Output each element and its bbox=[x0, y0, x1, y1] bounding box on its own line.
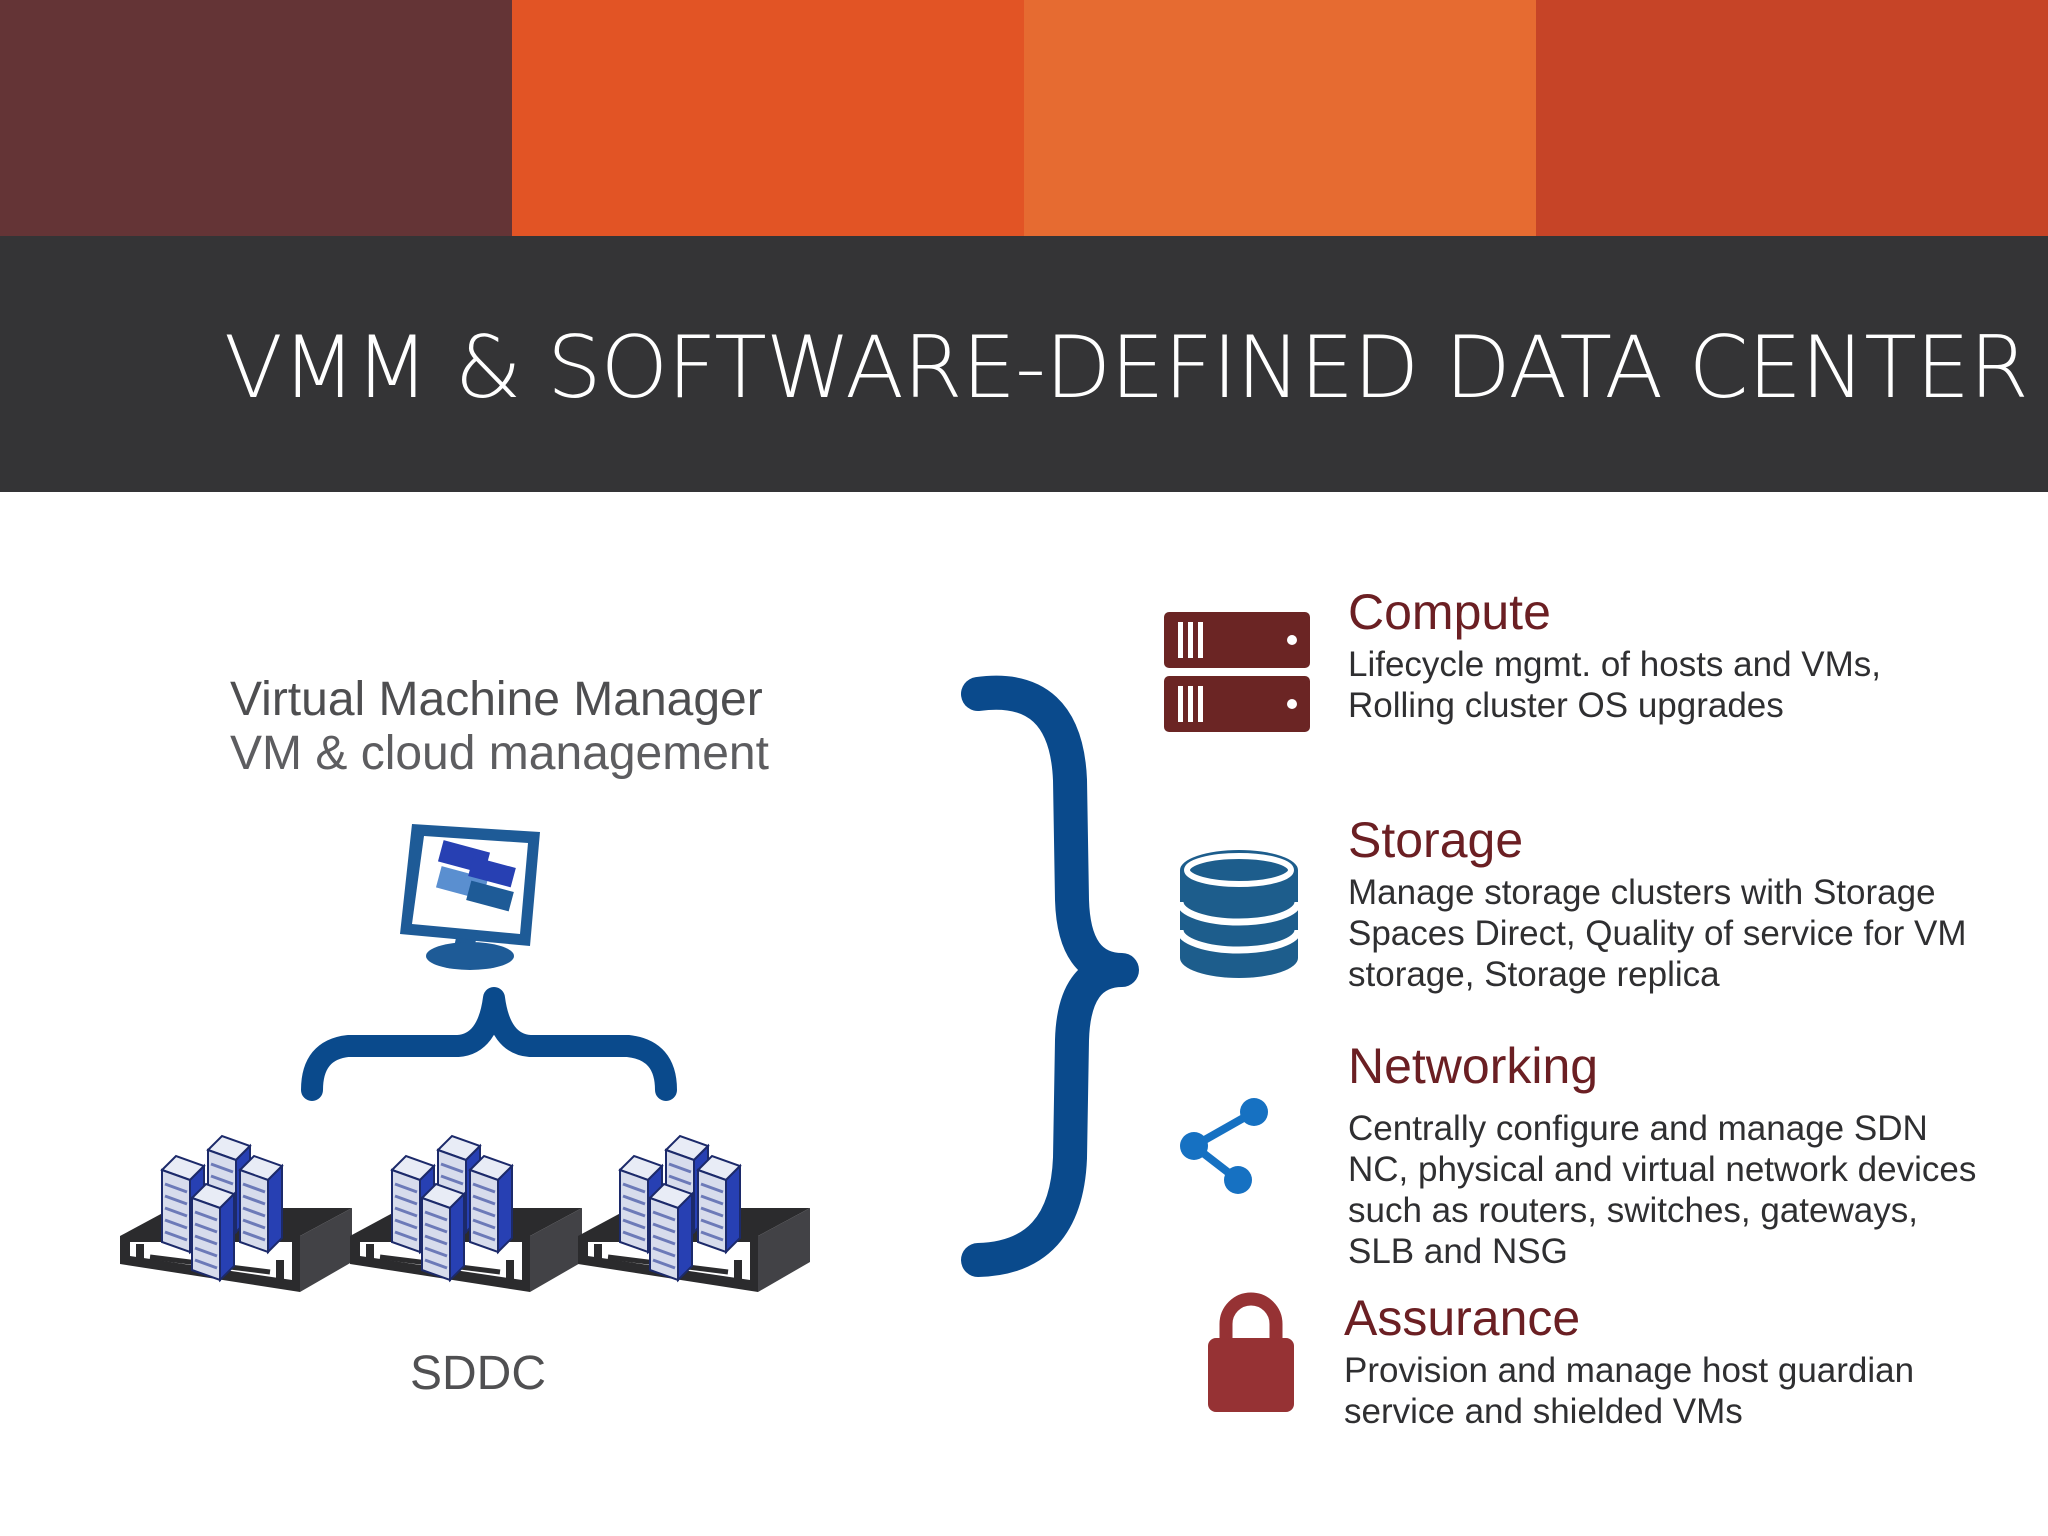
vmm-subtitle: VM & cloud management bbox=[230, 727, 769, 780]
large-brace-icon bbox=[961, 675, 1139, 1277]
feature-assurance: Assurance Provision and manage host guar… bbox=[1344, 1290, 1984, 1432]
feature-networking: Networking Centrally configure and manag… bbox=[1348, 1038, 1988, 1272]
padlock-icon bbox=[1208, 1292, 1294, 1412]
small-brace-icon bbox=[301, 987, 677, 1101]
header-band-4 bbox=[1536, 0, 2048, 236]
feature-compute: Compute Lifecycle mgmt. of hosts and VMs… bbox=[1348, 584, 1988, 726]
feature-heading: Compute bbox=[1348, 584, 1551, 640]
header-band-2 bbox=[512, 0, 1024, 236]
feature-description: Manage storage clusters with Storage Spa… bbox=[1348, 873, 1967, 994]
header-bar bbox=[0, 236, 2048, 492]
feature-heading: Storage bbox=[1348, 812, 1524, 868]
vmm-title: Virtual Machine Manager bbox=[230, 673, 763, 726]
share-network-icon bbox=[1180, 1098, 1268, 1194]
sddc-label: SDDC bbox=[410, 1347, 547, 1400]
feature-storage: Storage Manage storage clusters with Sto… bbox=[1348, 812, 1988, 995]
database-icon bbox=[1176, 850, 1302, 978]
feature-heading: Assurance bbox=[1344, 1290, 1581, 1346]
header-band-3 bbox=[1024, 0, 1536, 236]
monitor-icon bbox=[400, 824, 540, 970]
page-title: VMM & SOFTWARE-DEFINED DATA CENTER bbox=[224, 318, 2029, 418]
header-band-1 bbox=[0, 0, 512, 236]
feature-description: Centrally configure and manage SDN NC, p… bbox=[1348, 1109, 1977, 1271]
server-rack-2 bbox=[350, 1136, 582, 1292]
feature-description: Lifecycle mgmt. of hosts and VMs, Rollin… bbox=[1348, 645, 1881, 725]
feature-heading: Networking bbox=[1348, 1038, 1599, 1094]
feature-description: Provision and manage host guardian servi… bbox=[1344, 1351, 1915, 1431]
server-rack-1 bbox=[120, 1136, 352, 1292]
server-rack-icon bbox=[1164, 612, 1310, 732]
server-rack-3 bbox=[578, 1136, 810, 1292]
